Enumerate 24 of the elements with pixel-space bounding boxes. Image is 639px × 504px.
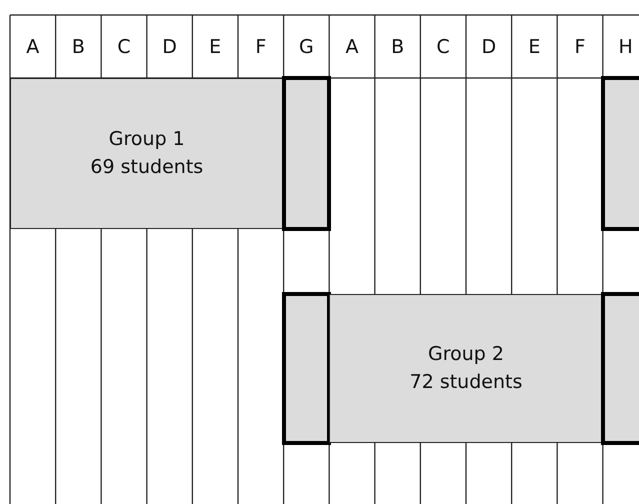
highlight-box xyxy=(282,76,332,231)
group-text: Group 1 xyxy=(108,126,185,152)
highlight-box xyxy=(282,292,332,445)
column-letter: F xyxy=(254,34,268,60)
column-letter: B xyxy=(390,34,406,60)
column-letter: G xyxy=(298,34,315,60)
column-letter: A xyxy=(344,34,360,60)
group-text: 69 students xyxy=(90,154,204,180)
highlight-box xyxy=(600,76,639,231)
group-box xyxy=(10,78,284,229)
group-box xyxy=(329,294,603,443)
column-letter: D xyxy=(480,34,498,60)
column-letter: E xyxy=(527,34,542,60)
group-text: 72 students xyxy=(410,370,522,394)
column-letter: H xyxy=(617,34,634,60)
column-letter: B xyxy=(70,34,86,60)
highlight-box xyxy=(600,292,639,445)
column-letter: F xyxy=(574,34,586,60)
column-letter: C xyxy=(116,34,132,60)
column-letter: C xyxy=(436,34,451,60)
column-letter: A xyxy=(25,34,40,60)
column-letter: D xyxy=(161,34,178,60)
group-text: Group 2 xyxy=(428,342,504,367)
column-letter: E xyxy=(208,34,222,60)
